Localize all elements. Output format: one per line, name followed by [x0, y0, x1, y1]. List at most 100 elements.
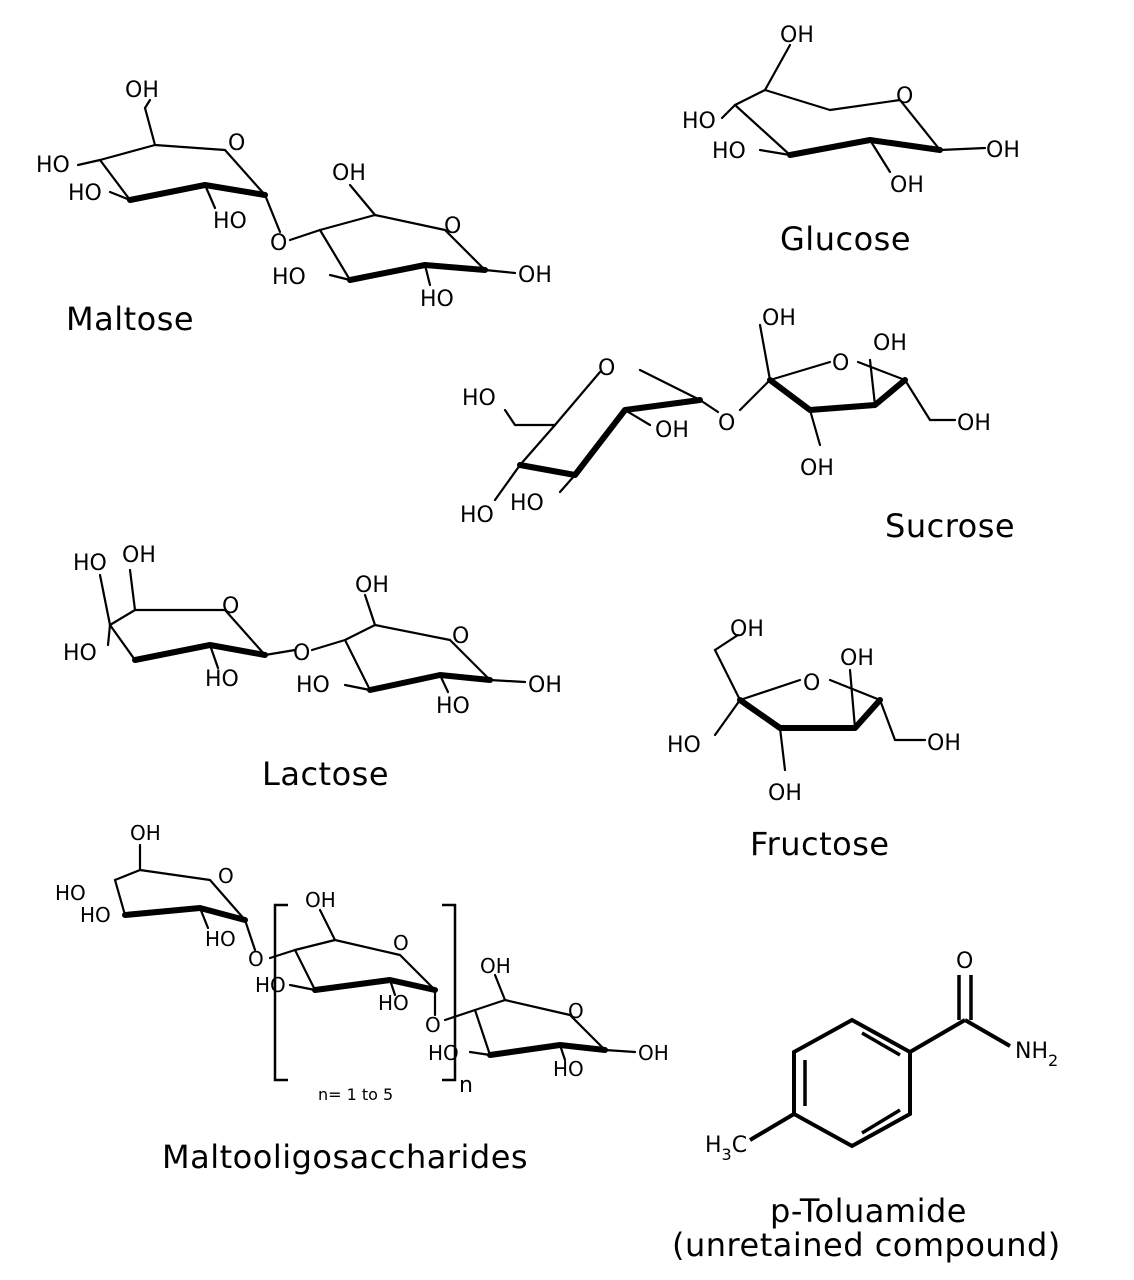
atom-label: O: [956, 949, 973, 974]
atom-label: NH2: [1015, 1039, 1058, 1070]
atom-label: OH: [730, 617, 764, 642]
bond: [713, 633, 740, 652]
bond: [828, 678, 882, 702]
atom-label: O: [393, 931, 409, 955]
atom-label: O: [803, 671, 820, 696]
bond: [938, 146, 987, 152]
bond: [768, 360, 832, 382]
bond: [343, 638, 372, 692]
atom-label: OH: [332, 161, 366, 186]
bond: [767, 377, 908, 413]
atom-label: HO: [682, 109, 716, 134]
lactose-structure: HO OH O HO HO O OH O HO HO OH: [63, 543, 562, 719]
bond: [720, 103, 737, 120]
compound-note-toluamide: (unretained compound): [672, 1226, 1061, 1264]
atom-label: O: [568, 999, 584, 1023]
atom-label: HO: [255, 973, 286, 997]
bond: [108, 623, 137, 662]
atom-label: HO: [205, 667, 239, 692]
atom-label: HO: [68, 181, 102, 206]
atom-label: OH: [873, 331, 907, 356]
bond: [493, 973, 507, 1002]
bond: [787, 137, 943, 158]
compound-name-fructose: Fructose: [750, 825, 890, 863]
bond: [878, 698, 897, 742]
maltose-structure: OH HO HO O HO O OH O HO HO OH: [36, 78, 552, 312]
bond: [128, 568, 137, 612]
bond: [856, 360, 907, 382]
bond: [76, 158, 102, 167]
atom-label: O: [598, 356, 615, 381]
bond: [98, 143, 157, 162]
atom-label: HO: [73, 551, 107, 576]
benzene-ring: [792, 1017, 912, 1149]
atom-label: HO: [63, 641, 97, 666]
atom-label: HO: [553, 1057, 584, 1081]
bond: [763, 43, 792, 92]
bond: [861, 1031, 901, 1057]
bond: [737, 697, 883, 731]
bond: [143, 98, 152, 110]
bond: [312, 977, 438, 993]
bond: [113, 868, 247, 922]
atom-label: HO: [272, 265, 306, 290]
bond: [517, 397, 703, 478]
bond: [758, 323, 772, 382]
bond: [388, 978, 397, 997]
atom-label: OH: [890, 173, 924, 198]
atom-label: OH: [122, 543, 156, 568]
atom-label: OH: [800, 456, 834, 481]
bond: [328, 273, 352, 282]
bond: [143, 106, 157, 147]
bond: [763, 88, 942, 152]
atom-label: O: [452, 624, 469, 649]
bond: [318, 908, 337, 942]
bond: [113, 878, 127, 917]
bond: [263, 193, 282, 234]
bond: [132, 642, 268, 663]
bracket-left: [273, 903, 288, 1082]
atom-label: O: [218, 864, 234, 888]
bond: [438, 673, 450, 694]
bond: [243, 918, 257, 952]
atom-label: O: [896, 84, 913, 109]
bond: [122, 905, 248, 923]
atom-label: HO: [460, 503, 494, 528]
bond: [903, 378, 932, 422]
atom-label: O: [425, 1013, 441, 1037]
atom-label: H3C: [705, 1133, 747, 1164]
atom-label: O: [270, 231, 287, 256]
atom-label: HO: [213, 209, 247, 234]
bond: [738, 678, 802, 702]
fructose-structure: OH O OH HO OH OH: [667, 617, 961, 806]
compound-name-lactose: Lactose: [262, 755, 389, 793]
atom-label: HO: [55, 881, 86, 905]
atom-label: HO: [36, 153, 70, 178]
bond: [758, 148, 792, 157]
atom-label: HO: [510, 491, 544, 516]
atom-label: O: [248, 947, 264, 971]
atom-label: OH: [480, 954, 511, 978]
bond: [638, 368, 702, 402]
bond: [713, 698, 742, 737]
maltooligosaccharides-structure: OH HO HO O HO O OH O HO HO O n n= 1 to 5…: [55, 821, 669, 1104]
compound-name-sucrose: Sucrose: [885, 507, 1015, 545]
atom-label: OH: [957, 411, 991, 436]
bond: [603, 1048, 637, 1054]
compound-name-toluamide: p-Toluamide: [770, 1192, 967, 1230]
bond: [348, 183, 377, 217]
atom-label: OH: [768, 781, 802, 806]
bond: [738, 378, 772, 412]
bond: [363, 593, 377, 627]
bond: [203, 183, 217, 210]
bond: [343, 623, 492, 682]
atom-label: O: [832, 351, 849, 376]
atom-label: OH: [528, 673, 562, 698]
compound-name-maltose: Maltose: [66, 300, 194, 338]
bond: [808, 408, 822, 447]
compound-name-maltooligosaccharides: Maltooligosaccharides: [162, 1138, 528, 1176]
bond: [488, 678, 527, 684]
atom-label: O: [293, 641, 310, 666]
